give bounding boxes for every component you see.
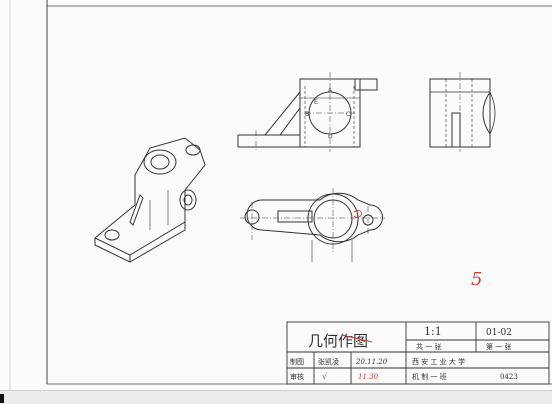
side-view xyxy=(429,72,496,152)
top-view xyxy=(240,188,385,262)
checked-date: 11.30 xyxy=(358,373,379,381)
corner-mark xyxy=(0,394,4,403)
class-name: 机 制 一 班 xyxy=(412,372,447,381)
point-label-d: D xyxy=(328,133,333,140)
checked-mark: √ xyxy=(322,372,328,381)
drawing-sheet xyxy=(0,0,552,390)
drafter-name: 张凯凌 xyxy=(318,357,339,366)
drawing-number: 01-02 xyxy=(486,328,512,338)
grade-mark: 5 xyxy=(471,269,482,290)
technical-drawing: A B C D E 5 几何作图 1:1 01-02 共 一 张 第 一 张 制… xyxy=(9,0,552,390)
drafted-label: 制图 xyxy=(290,357,304,366)
point-label-c: C xyxy=(346,111,350,118)
scanner-bottom-strip xyxy=(0,390,552,404)
drafted-date: 20.11.20 xyxy=(355,358,388,366)
sheet-total: 共 一 张 xyxy=(416,342,441,351)
point-label-b: B xyxy=(305,111,309,118)
drawing-frame xyxy=(9,0,552,390)
university-name: 西 安 工 业 大 学 xyxy=(412,357,465,366)
point-label-e: E xyxy=(314,99,318,106)
student-number: 0423 xyxy=(500,373,518,381)
title-block xyxy=(286,321,550,385)
sheet-index: 第 一 张 xyxy=(486,342,511,351)
drawing-title: 几何作图 xyxy=(308,332,368,350)
isometric-view xyxy=(94,137,206,263)
point-label-a: A xyxy=(328,87,333,94)
checked-label: 审核 xyxy=(290,372,304,381)
point-labels: A B C D E xyxy=(305,87,350,140)
front-view xyxy=(237,72,378,152)
red-strike xyxy=(341,334,373,343)
scale-value: 1:1 xyxy=(424,325,442,338)
